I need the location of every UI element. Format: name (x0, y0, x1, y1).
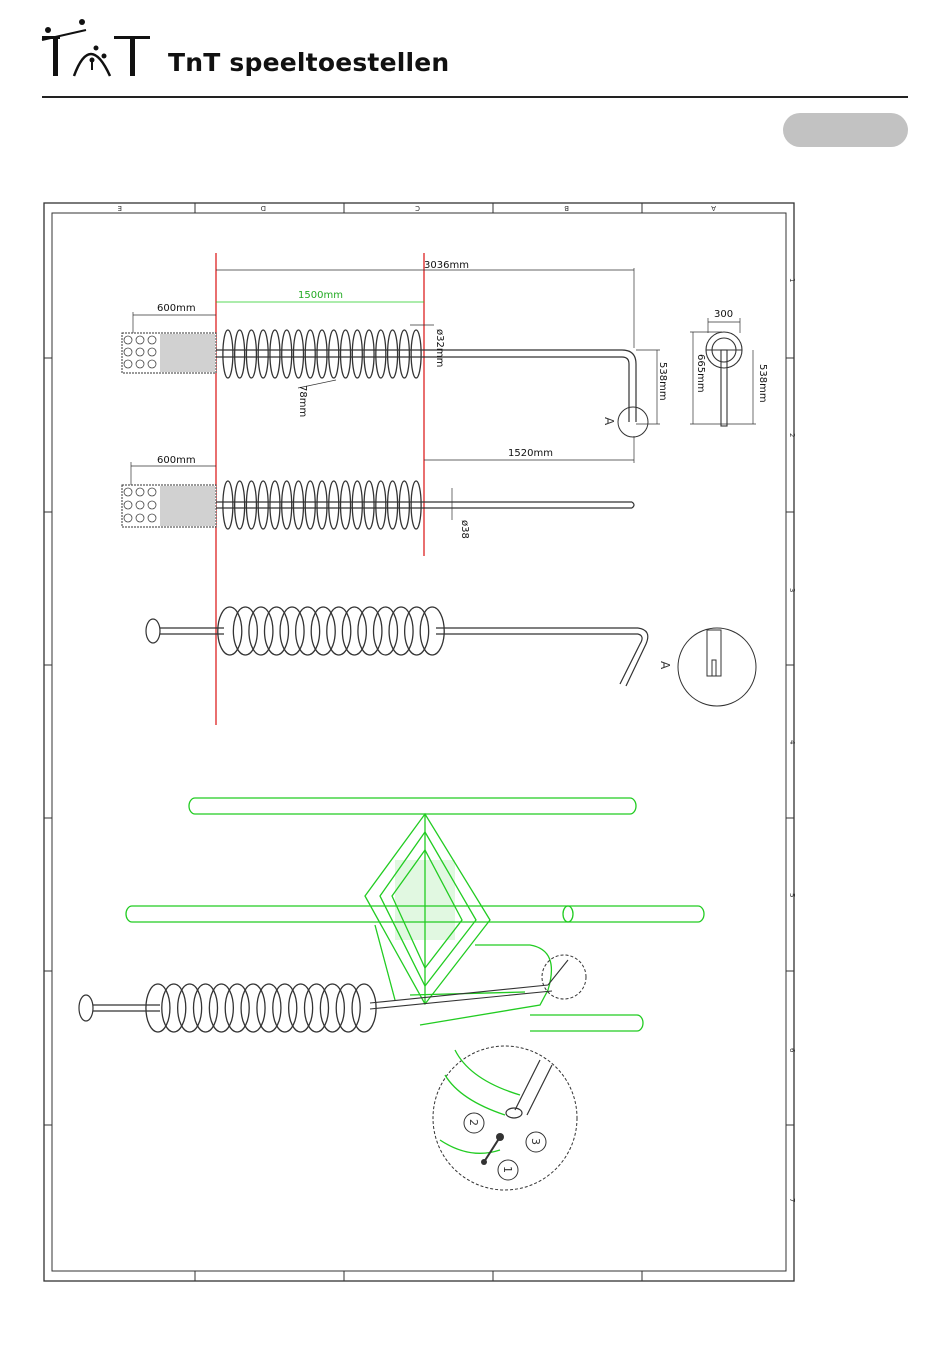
part-label-2: 2 (467, 1119, 480, 1126)
spring-coil (162, 984, 186, 1032)
dim-arm-length: 1520mm (508, 448, 553, 459)
spring-coil (374, 607, 398, 655)
spring-coil (246, 330, 256, 378)
spring-coil (296, 607, 320, 655)
spring-coil (376, 481, 386, 529)
spring-coil (257, 984, 281, 1032)
panel-dots (395, 860, 455, 940)
spring-coil (317, 481, 327, 529)
spring-coil (364, 330, 374, 378)
spring-coil (258, 330, 268, 378)
spring-coil (249, 607, 273, 655)
zone-label-2: 2 (788, 433, 796, 437)
spring-coil (235, 330, 245, 378)
dim-height-top: 538mm (657, 362, 668, 401)
spring-coil (233, 607, 257, 655)
spring-coil (282, 481, 292, 529)
spring-coil (341, 481, 351, 529)
spring-coil (364, 481, 374, 529)
zone-label-6: 6 (788, 1048, 796, 1053)
spring-coil (341, 330, 351, 378)
spring-coil (293, 330, 303, 378)
spring-coil (352, 481, 362, 529)
spring-coil (405, 607, 429, 655)
spring-coil (178, 984, 202, 1032)
spring-coil (289, 984, 313, 1032)
spring-coil (194, 984, 218, 1032)
assembly-spring (79, 960, 568, 1032)
spring-coil (376, 330, 386, 378)
spring-coil (311, 607, 335, 655)
spring-coil (241, 984, 265, 1032)
spring-coil (246, 481, 256, 529)
spring-coil (270, 481, 280, 529)
spring-coil (273, 984, 297, 1032)
spring-coil (235, 481, 245, 529)
zone-label-a: A (711, 204, 716, 212)
dim-detail-width: 300 (714, 309, 733, 320)
zone-label-e: E (118, 204, 122, 212)
spring-coil (282, 330, 292, 378)
detail-a-label-side: A (658, 661, 672, 670)
part-label-1: 1 (501, 1166, 514, 1173)
spring-coil (223, 330, 233, 378)
spring-coil (389, 607, 413, 655)
zone-label-d: D (261, 204, 266, 212)
spring-coil (358, 607, 382, 655)
spring-coil (265, 607, 289, 655)
spring-coil (388, 330, 398, 378)
spring-coil (388, 481, 398, 529)
spring-coil (420, 607, 444, 655)
spring-coil (352, 984, 376, 1032)
zone-label-b: B (564, 204, 569, 212)
spring-coil (258, 481, 268, 529)
spring-coil (293, 481, 303, 529)
dim-bar-diameter: ø32mm (434, 329, 445, 367)
spring-coil (225, 984, 249, 1032)
spring-coil (305, 330, 315, 378)
dim-coil-pitch: 78mm (297, 385, 308, 417)
spring-coil (270, 330, 280, 378)
dim-anchor-depth-side: 600mm (157, 455, 196, 466)
part-label-3: 3 (529, 1138, 542, 1145)
spring-coil (305, 984, 329, 1032)
zone-label-1: 1 (788, 278, 796, 282)
dim-spring-length: 1500mm (298, 290, 343, 301)
spring-coil (329, 481, 339, 529)
spring-coil (320, 984, 344, 1032)
spring-coil (305, 481, 315, 529)
spring-coil (411, 330, 421, 378)
dim-detail-height-total: 665mm (695, 354, 706, 393)
detail-a-label-top: A (602, 417, 616, 426)
spring-coil (352, 330, 362, 378)
zone-label-5: 5 (788, 893, 796, 897)
spring-coil (342, 607, 366, 655)
spring-coil (209, 984, 233, 1032)
detail-circle-marker (542, 955, 586, 999)
spring-coil (146, 984, 170, 1032)
spring-coil (317, 330, 327, 378)
spring-coil (399, 481, 409, 529)
spring-coil (336, 984, 360, 1032)
spring-coil (399, 330, 409, 378)
zone-label-c: C (415, 204, 420, 212)
dim-tube-diameter: ø38 (459, 520, 470, 539)
front-view-spring (122, 330, 648, 437)
zone-label-4: 4 (788, 740, 796, 745)
spring-coil (411, 481, 421, 529)
dim-anchor-depth-top: 600mm (157, 303, 196, 314)
zone-label-3: 3 (788, 588, 796, 592)
spring-coil (327, 607, 351, 655)
spring-coil (280, 607, 304, 655)
spring-coil (329, 330, 339, 378)
dim-detail-height: 538mm (757, 364, 768, 403)
spring-coil (223, 481, 233, 529)
zone-label-7: 7 (788, 1198, 796, 1202)
spring-coil (218, 607, 242, 655)
top-view-spring (122, 481, 634, 529)
dim-overall-length: 3036mm (424, 260, 469, 271)
perspective-spring (146, 607, 756, 706)
